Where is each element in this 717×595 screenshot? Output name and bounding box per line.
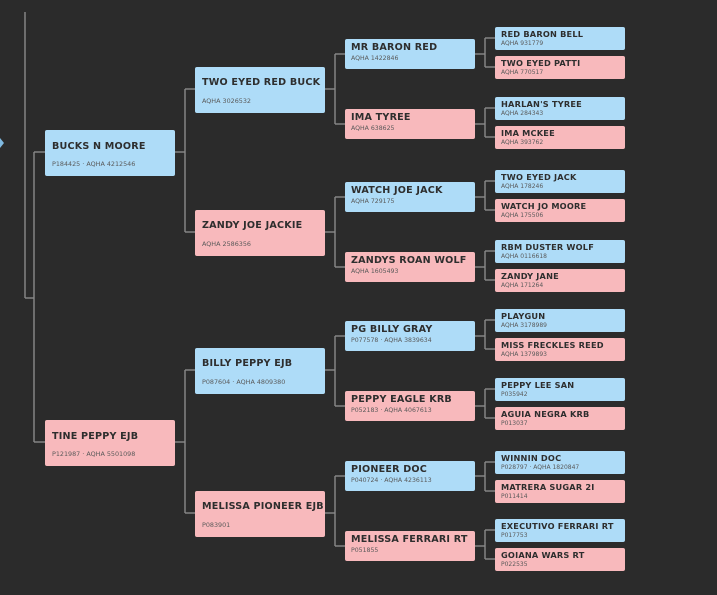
pedigree-node-gen4[interactable]: AGUIA NEGRA KRB P013037	[495, 407, 625, 430]
registration-numbers: P040724 · AQHA 4236113	[351, 477, 432, 484]
horse-name: HARLAN'S TYREE	[501, 99, 582, 109]
pedigree-node-gen4[interactable]: GOIANA WARS RT P022535	[495, 548, 625, 571]
pedigree-node-gen4[interactable]: PEPPY LEE SAN P035942	[495, 378, 625, 401]
pedigree-node-sire-dam-dam[interactable]: ZANDYS ROAN WOLF AQHA 1605493	[345, 252, 475, 282]
registration-numbers: P017753	[501, 532, 528, 539]
registration-numbers: AQHA 1379893	[501, 351, 547, 358]
pedigree-node-dam-sire-dam[interactable]: PEPPY EAGLE KRB P052183 · AQHA 4067613	[345, 391, 475, 421]
registration-numbers: P022535	[501, 561, 528, 568]
horse-name: MR BARON RED	[351, 42, 438, 53]
pedigree-node-dam-sire[interactable]: BILLY PEPPY EJB P087604 · AQHA 4809380	[195, 348, 325, 394]
horse-name: ZANDY JANE	[501, 271, 559, 281]
registration-numbers: AQHA 171264	[501, 282, 544, 289]
registration-numbers: AQHA 3026532	[202, 97, 251, 105]
pedigree-node-gen4[interactable]: RBM DUSTER WOLF AQHA 0116618	[495, 240, 625, 263]
registration-numbers: AQHA 770517	[501, 69, 544, 76]
horse-name: EXECUTIVO FERRARI RT	[501, 521, 614, 531]
pedigree-node-gen4[interactable]: MATRERA SUGAR 2I P011414	[495, 480, 625, 503]
pedigree-node-sire[interactable]: BUCKS N MOORE P184425 · AQHA 4212546	[45, 130, 175, 176]
registration-numbers: AQHA 729175	[351, 198, 395, 205]
horse-name: WATCH JO MOORE	[501, 201, 587, 211]
pedigree-node-dam-dam-sire[interactable]: PIONEER DOC P040724 · AQHA 4236113	[345, 461, 475, 491]
pedigree-node-dam[interactable]: TINE PEPPY EJB P121987 · AQHA 5501098	[45, 420, 175, 466]
registration-numbers: P051855	[351, 547, 379, 554]
horse-name: PG BILLY GRAY	[351, 324, 433, 335]
registration-numbers: P077578 · AQHA 3839634	[351, 337, 432, 344]
horse-name: IMA MCKEE	[501, 128, 555, 138]
pedigree-node-gen4[interactable]: WATCH JO MOORE AQHA 175506	[495, 199, 625, 222]
pedigree-node-gen4[interactable]: WINNIN DOC P028797 · AQHA 1820847	[495, 451, 625, 474]
registration-numbers: AQHA 1422846	[351, 55, 399, 62]
horse-name: TWO EYED RED BUCK	[202, 77, 321, 88]
horse-name: MELISSA FERRARI RT	[351, 534, 468, 545]
horse-name: MELISSA PIONEER EJB	[202, 501, 324, 512]
horse-name: WINNIN DOC	[501, 453, 562, 463]
registration-numbers: AQHA 175506	[501, 212, 544, 219]
horse-name: PEPPY EAGLE KRB	[351, 394, 452, 405]
horse-name: TINE PEPPY EJB	[52, 431, 139, 442]
horse-name: MATRERA SUGAR 2I	[501, 482, 595, 492]
pedigree-node-sire-sire[interactable]: TWO EYED RED BUCK AQHA 3026532	[195, 67, 325, 113]
registration-numbers: AQHA 931779	[501, 40, 544, 47]
horse-name: ZANDY JOE JACKIE	[202, 220, 303, 231]
horse-name: RED BARON BELL	[501, 29, 584, 39]
registration-numbers: AQHA 393762	[501, 139, 544, 146]
horse-name: PLAYGUN	[501, 311, 546, 321]
horse-name: MISS FRECKLES REED	[501, 340, 604, 350]
registration-numbers: AQHA 0116618	[501, 253, 547, 260]
pedigree-node-gen4[interactable]: HARLAN'S TYREE AQHA 284343	[495, 97, 625, 120]
horse-name: BUCKS N MOORE	[52, 141, 146, 152]
pedigree-node-gen4[interactable]: ZANDY JANE AQHA 171264	[495, 269, 625, 292]
pedigree-node-sire-dam-sire[interactable]: WATCH JOE JACK AQHA 729175	[345, 182, 475, 212]
pedigree-node-dam-dam[interactable]: MELISSA PIONEER EJB P083901	[195, 491, 325, 537]
registration-numbers: AQHA 284343	[501, 110, 544, 117]
horse-name: WATCH JOE JACK	[351, 185, 443, 196]
horse-name: AGUIA NEGRA KRB	[501, 409, 590, 419]
pedigree-node-gen4[interactable]: TWO EYED JACK AQHA 178246	[495, 170, 625, 193]
registration-numbers: P121987 · AQHA 5501098	[52, 450, 136, 458]
horse-name: TWO EYED JACK	[501, 172, 577, 182]
pedigree-node-gen4[interactable]: IMA MCKEE AQHA 393762	[495, 126, 625, 149]
pedigree-node-gen4[interactable]: RED BARON BELL AQHA 931779	[495, 27, 625, 50]
registration-numbers: AQHA 1605493	[351, 268, 399, 275]
pedigree-node-dam-dam-dam[interactable]: MELISSA FERRARI RT P051855	[345, 531, 475, 561]
registration-numbers: AQHA 638625	[351, 125, 395, 132]
horse-name: IMA TYREE	[351, 112, 411, 123]
pedigree-node-sire-sire-sire[interactable]: MR BARON RED AQHA 1422846	[345, 39, 475, 69]
horse-name: RBM DUSTER WOLF	[501, 242, 595, 252]
horse-name: TWO EYED PATTI	[501, 58, 581, 68]
registration-numbers: AQHA 3178989	[501, 322, 547, 329]
registration-numbers: P083901	[202, 521, 231, 529]
registration-numbers: P184425 · AQHA 4212546	[52, 160, 136, 168]
registration-numbers: P028797 · AQHA 1820847	[501, 464, 580, 471]
horse-name: ZANDYS ROAN WOLF	[351, 255, 467, 266]
registration-numbers: AQHA 178246	[501, 183, 544, 190]
registration-numbers: P035942	[501, 391, 528, 398]
horse-name: PIONEER DOC	[351, 464, 427, 475]
pedigree-node-sire-dam[interactable]: ZANDY JOE JACKIE AQHA 2586356	[195, 210, 325, 256]
horse-name: GOIANA WARS RT	[501, 550, 585, 560]
pedigree-node-sire-sire-dam[interactable]: IMA TYREE AQHA 638625	[345, 109, 475, 139]
registration-numbers: P013037	[501, 420, 528, 427]
subject-indicator-arrow-icon[interactable]	[0, 138, 4, 148]
registration-numbers: P087604 · AQHA 4809380	[202, 378, 286, 386]
registration-numbers: P011414	[501, 493, 528, 500]
pedigree-node-gen4[interactable]: EXECUTIVO FERRARI RT P017753	[495, 519, 625, 542]
horse-name: PEPPY LEE SAN	[501, 380, 575, 390]
pedigree-node-dam-sire-sire[interactable]: PG BILLY GRAY P077578 · AQHA 3839634	[345, 321, 475, 351]
pedigree-node-gen4[interactable]: MISS FRECKLES REED AQHA 1379893	[495, 338, 625, 361]
horse-name: BILLY PEPPY EJB	[202, 358, 293, 369]
registration-numbers: AQHA 2586356	[202, 240, 251, 248]
pedigree-node-gen4[interactable]: PLAYGUN AQHA 3178989	[495, 309, 625, 332]
registration-numbers: P052183 · AQHA 4067613	[351, 407, 432, 414]
pedigree-node-gen4[interactable]: TWO EYED PATTI AQHA 770517	[495, 56, 625, 79]
